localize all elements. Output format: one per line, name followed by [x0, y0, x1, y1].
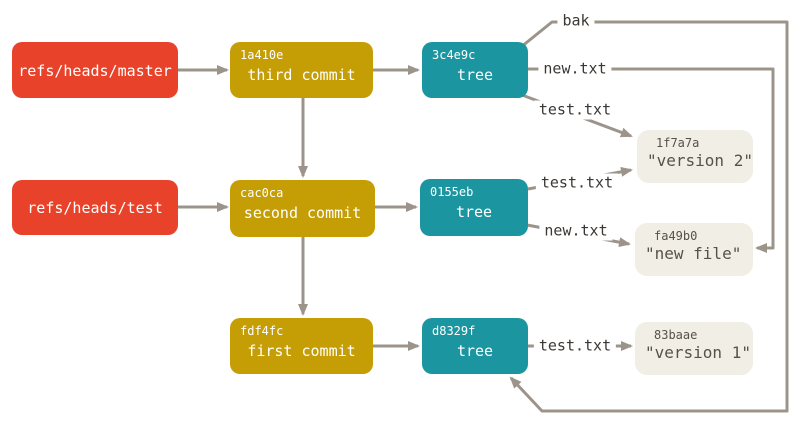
ref-node-test: refs/heads/test — [12, 180, 178, 235]
blob-label: "version 2" — [647, 151, 753, 170]
tree-hash: d8329f — [432, 324, 476, 338]
tree-hash: 0155eb — [430, 185, 474, 199]
edge-label-testtxt-top: test.txt — [533, 100, 617, 120]
tree-label: tree — [456, 342, 494, 360]
commit-hash: cac0ca — [240, 186, 284, 200]
tree-node-first: d8329f tree — [422, 318, 528, 374]
ref-label: refs/heads/test — [27, 199, 163, 217]
commit-label: third commit — [247, 66, 356, 84]
tree-node-second: 0155eb tree — [420, 179, 528, 236]
commit-node-second: cac0ca second commit — [230, 180, 375, 237]
blob-node-version2: 1f7a7a "version 2" — [637, 130, 753, 183]
edge-label-testtxt-mid: test.txt — [535, 173, 619, 193]
ref-label: refs/heads/master — [18, 61, 172, 80]
blob-node-version1: 83baae "version 1" — [635, 322, 753, 375]
blob-hash: 1f7a7a — [656, 136, 700, 150]
edge-newtxt-top-to-newfile-blob — [528, 67, 775, 253]
commit-label: second commit — [243, 204, 362, 222]
tree-label: tree — [456, 66, 494, 84]
edge-label-newtxt-mid: new.txt — [539, 221, 613, 241]
blob-label: "version 1" — [645, 343, 751, 362]
commit-node-third: 1a410e third commit — [230, 42, 373, 98]
commit-hash: fdf4fc — [240, 324, 284, 338]
edge-label-testtxt-bottom: test.txt — [533, 336, 617, 356]
blob-node-newfile: fa49b0 "new file" — [635, 223, 753, 276]
edge-label-bak: bak — [557, 11, 595, 31]
blob-hash: fa49b0 — [654, 229, 698, 243]
commit-node-first: fdf4fc first commit — [230, 318, 373, 374]
commit-hash: 1a410e — [240, 48, 284, 62]
edge-bak-to-first-tree — [509, 20, 789, 413]
ref-node-master: refs/heads/master — [12, 42, 178, 98]
tree-hash: 3c4e9c — [432, 48, 476, 62]
tree-label: tree — [455, 203, 493, 221]
commit-label: first commit — [247, 342, 356, 360]
tree-node-third: 3c4e9c tree — [422, 42, 528, 98]
blob-label: "new file" — [645, 244, 742, 263]
edge-label-newtxt-top: new.txt — [538, 59, 612, 79]
blob-hash: 83baae — [654, 328, 698, 342]
